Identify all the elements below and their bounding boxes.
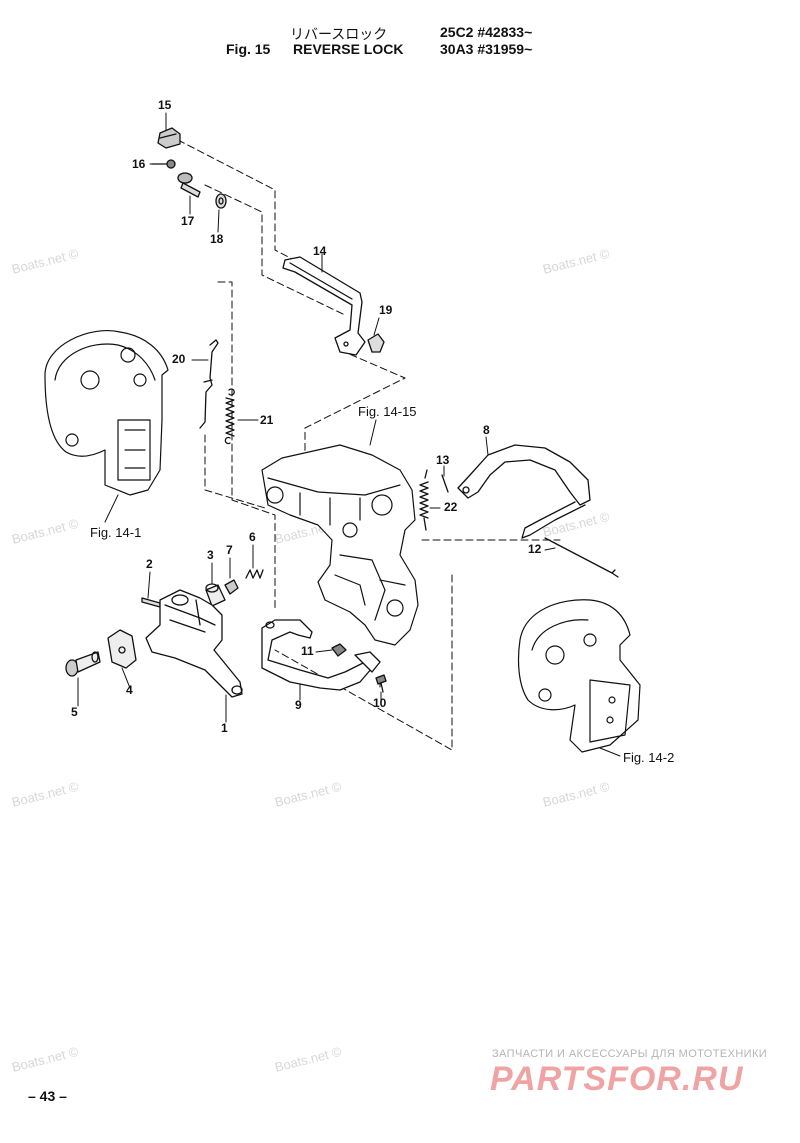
part-1-lock-arm: [145, 589, 243, 698]
assembly-dashed-lines: [104, 139, 561, 751]
figure-number: Fig. 15: [226, 41, 271, 57]
part-label-2: 2: [146, 557, 153, 571]
fig-14-15-clamp-body: [261, 444, 419, 646]
part-8-lever: [457, 444, 591, 539]
part-label-21: 21: [260, 413, 274, 427]
serial-range-1: 25C2 #42833~: [440, 24, 533, 40]
part-label-4: 4: [126, 683, 133, 697]
part-label-8: 8: [483, 423, 490, 437]
part-label-17: 17: [181, 214, 195, 228]
part-label-18: 18: [210, 232, 224, 246]
part-label-9: 9: [295, 698, 302, 712]
part-label-5: 5: [71, 705, 78, 719]
jp-title: リバースロック: [290, 26, 388, 42]
part-2-pin: [141, 597, 161, 608]
part-19-clip: [367, 333, 385, 353]
part-11-nut: [331, 643, 347, 657]
part-20-rod: [199, 339, 219, 429]
part-label-16: 16: [132, 157, 146, 171]
figure-title: REVERSE LOCK: [293, 41, 404, 57]
part-label-6: 6: [249, 530, 256, 544]
part-13-pin: [441, 474, 449, 493]
part-12-rod: [544, 537, 619, 578]
part-9-stopper-bracket: [261, 619, 381, 691]
part-label-3: 3: [207, 548, 214, 562]
part-18-washer: [215, 193, 227, 209]
footer-tagline: ЗАПЧАСТИ И АКСЕССУАРЫ ДЛЯ МОТОТЕХНИКИ: [492, 1048, 768, 1060]
part-label-11: 11: [301, 644, 314, 658]
part-10-screw: [375, 674, 387, 693]
part-4-plate: [107, 629, 137, 669]
part-label-14: 14: [313, 244, 327, 258]
part-7-clip: [224, 579, 239, 595]
serial-range-2: 30A3 #31959~: [440, 41, 533, 57]
fig-14-2-bracket: [517, 599, 641, 753]
part-label-10: 10: [373, 696, 387, 710]
figure-ref-14-1: Fig. 14-1: [90, 525, 142, 540]
fig-14-1-bracket: [44, 330, 169, 496]
part-label-20: 20: [172, 352, 186, 366]
part-6-spring: [245, 569, 264, 579]
page-number: – 43 –: [28, 1088, 67, 1104]
part-label-22: 22: [444, 500, 458, 514]
part-label-15: 15: [158, 98, 172, 112]
figure-ref-14-2: Fig. 14-2: [623, 750, 675, 765]
part-label-13: 13: [436, 453, 450, 467]
part-label-12: 12: [528, 542, 542, 556]
footer-brand-logo: PARTSFOR.RU: [490, 1060, 744, 1098]
part-22-spring: [419, 469, 429, 531]
part-5-bolt: [65, 651, 101, 677]
part-14-link-arm: [282, 256, 366, 356]
part-label-1: 1: [221, 721, 228, 735]
part-17-bolt: [177, 172, 201, 198]
part-label-7: 7: [226, 543, 233, 557]
part-21-spring: [224, 388, 235, 445]
leader-lines: [77, 112, 621, 757]
part-label-19: 19: [379, 303, 393, 317]
part-15-clip: [157, 127, 181, 149]
figure-ref-14-15: Fig. 14-15: [358, 404, 417, 419]
